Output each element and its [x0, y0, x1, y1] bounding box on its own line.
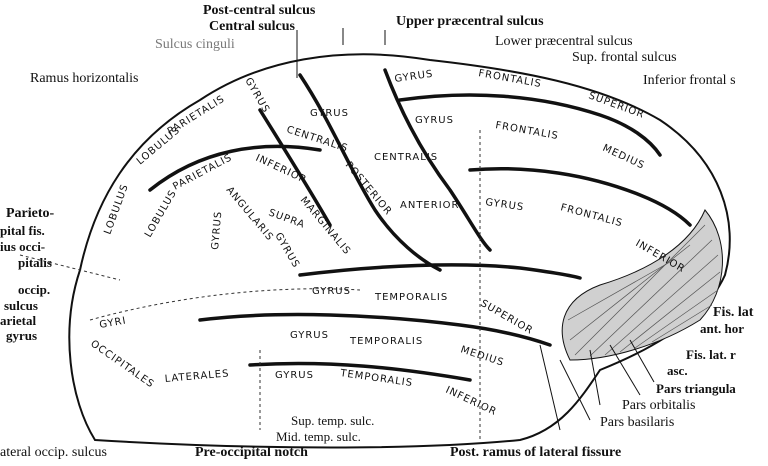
arietal-label: arietal — [0, 314, 36, 327]
post-central-sulcus-label: Post-central sulcus — [203, 4, 315, 18]
central-sulcus-label: Central sulcus — [209, 20, 295, 34]
pital-fis-label: pital fis. — [0, 224, 45, 237]
mid-temp-sulc-label: Mid. temp. sulc. — [276, 430, 361, 443]
gyri-label: GYRI — [99, 315, 128, 331]
temporalis-label-2: TEMPORALIS — [349, 336, 423, 347]
pitalis-label: pitalis — [18, 256, 52, 269]
supra-label: SUPRA — [267, 207, 307, 230]
marginalis-label: MARGINALIS — [298, 195, 353, 257]
ius-occi-label: ius occi- — [0, 240, 45, 253]
pre-occipital-notch-label: Pre-occipital notch — [195, 446, 308, 460]
temporalis-label-1: TEMPORALIS — [374, 292, 448, 303]
guide-lines — [20, 130, 480, 440]
frontal-pole-shading — [562, 210, 722, 360]
inferior-frontal-sulcus-label: Inferior frontal s — [643, 74, 736, 88]
anterior-label-1: ANTERIOR — [400, 200, 459, 211]
asc-label: asc. — [667, 364, 688, 377]
posterior-label-1: POSTERIOR — [343, 160, 394, 218]
ant-hor-label: ant. hor — [700, 322, 744, 335]
upper-precentral-sulcus-label: Upper præcentral sulcus — [396, 15, 544, 29]
gyrus-left-label: gyrus — [6, 329, 37, 342]
gyrus-label-4: GYRUS — [310, 108, 349, 119]
lower-precentral-sulcus-label: Lower præcentral sulcus — [495, 35, 633, 49]
gyrus-label-9: GYRUS — [290, 330, 329, 341]
gyrus-label-2: GYRUS — [415, 115, 454, 126]
sulcus-cinguli-label: Sulcus cinguli — [155, 38, 235, 52]
sup-frontal-sulcus-label: Sup. frontal sulcus — [572, 51, 677, 65]
medius-label-1: MEDIUS — [601, 143, 647, 172]
ramus-horizontalis-label: Ramus horizontalis — [30, 72, 139, 86]
gyrus-label-3: GYRUS — [485, 197, 525, 213]
medius-label-2: MEDIUS — [459, 344, 505, 368]
lobulus-label-3: LOBULUS — [143, 188, 179, 239]
post-ramus-lateral-fissure-label: Post. ramus of lateral fissure — [450, 446, 621, 460]
occipitales-label: OCCIPITALES — [88, 338, 156, 390]
gyrus-label-10: GYRUS — [275, 370, 314, 381]
gyrus-label-6: GYRUS — [210, 210, 224, 250]
pars-orbitalis-label: Pars orbitalis — [622, 399, 696, 413]
laterales-label: LATERALES — [164, 368, 230, 385]
sulcus-label: sulcus — [4, 299, 38, 312]
inferior-label-3: INFERIOR — [444, 385, 499, 418]
frontalis-label-3: FRONTALIS — [559, 202, 624, 229]
occip-label: occip. — [18, 283, 50, 296]
pars-triangularis-label: Pars triangula — [656, 382, 736, 395]
parieto-label: Parieto- — [6, 207, 54, 221]
fis-lat-r-label: Fis. lat. r — [686, 348, 736, 361]
sup-temp-sulc-label: Sup. temp. sulc. — [291, 414, 374, 427]
inferior-label-2: INFERIOR — [254, 153, 309, 186]
pars-basilaris-label: Pars basilaris — [600, 416, 674, 430]
frontalis-label-2: FRONTALIS — [494, 120, 559, 142]
centralis-label-2: CENTRALIS — [374, 152, 438, 163]
fis-lat-label: Fis. lat — [713, 306, 753, 320]
gyrus-label-5: GYRUS — [242, 76, 271, 115]
central-sulcus — [300, 75, 440, 270]
gyrus-label-7: GYRUS — [272, 231, 301, 270]
lateral-occip-sulcus-label: ateral occip. sulcus — [0, 446, 107, 460]
lobulus-label-1: LOBULUS — [102, 182, 130, 236]
superior-label-1: SUPERIOR — [587, 90, 646, 120]
gyrus-label-8: GYRUS — [312, 286, 351, 297]
gyrus-frontalis-superior-label: GYRUS — [394, 69, 434, 85]
